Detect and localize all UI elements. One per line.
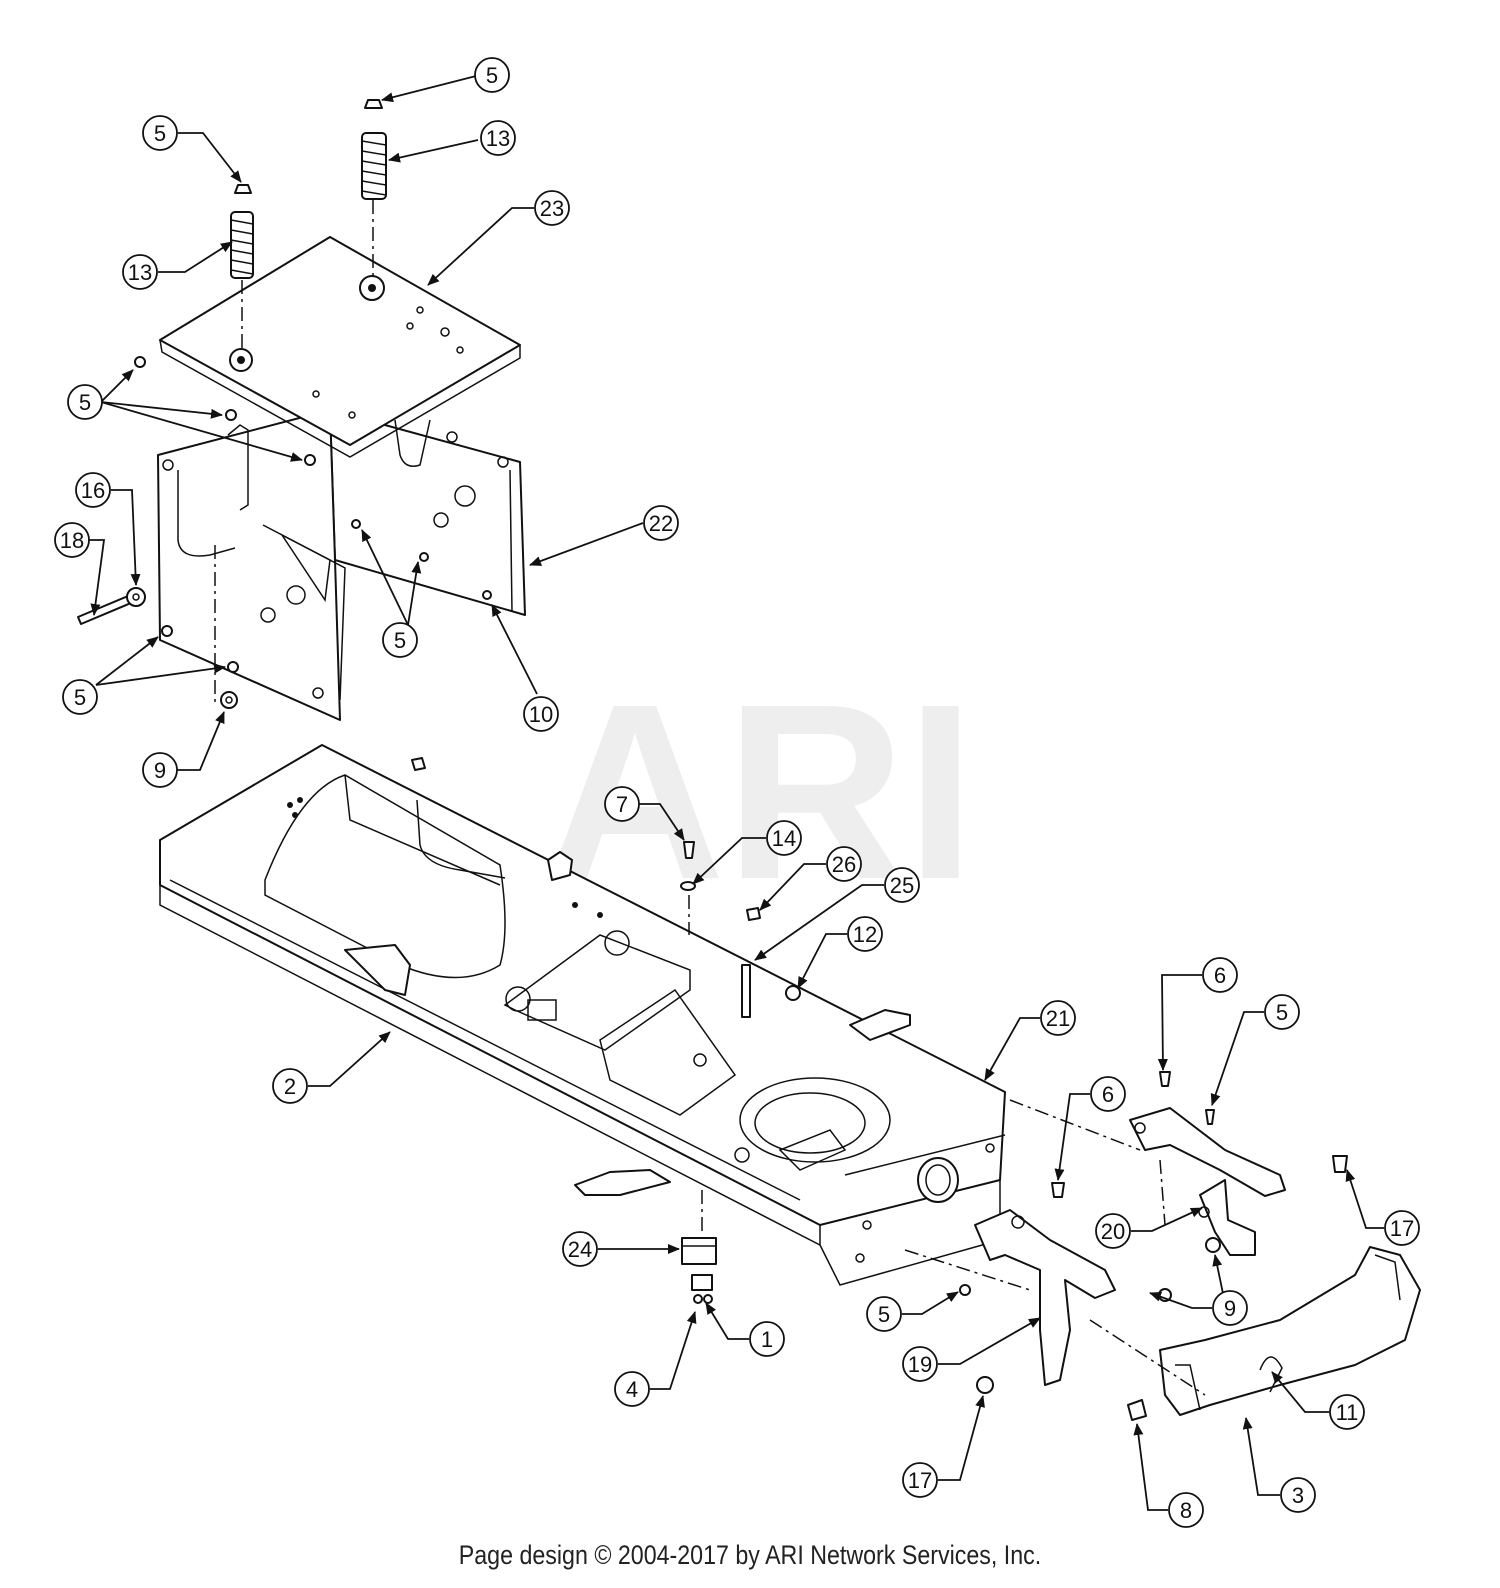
svg-text:22: 22 xyxy=(649,511,673,536)
svg-text:12: 12 xyxy=(853,922,877,947)
svg-text:6: 6 xyxy=(1214,963,1226,988)
callout-21[interactable]: 21 xyxy=(1040,1000,1076,1036)
callout-9[interactable]: 9 xyxy=(1212,1290,1248,1326)
main-frame xyxy=(159,744,1006,1286)
svg-text:5: 5 xyxy=(74,685,86,710)
callout-5[interactable]: 5 xyxy=(1264,994,1300,1030)
svg-text:13: 13 xyxy=(128,260,152,285)
callout-16[interactable]: 16 xyxy=(75,472,111,508)
svg-text:16: 16 xyxy=(81,478,105,503)
copyright-footer: Page design © 2004-2017 by ARI Network S… xyxy=(458,1540,1042,1570)
part-20-bracket xyxy=(1199,1179,1256,1256)
svg-text:19: 19 xyxy=(908,1352,932,1377)
svg-text:5: 5 xyxy=(394,628,406,653)
svg-text:2: 2 xyxy=(284,1074,296,1099)
svg-text:17: 17 xyxy=(908,1468,932,1493)
svg-text:11: 11 xyxy=(1336,1400,1359,1425)
svg-text:5: 5 xyxy=(1276,1000,1288,1025)
upper-panels xyxy=(77,99,526,721)
callout-4[interactable]: 4 xyxy=(614,1371,650,1407)
part-bracket-upper xyxy=(1129,1107,1286,1197)
svg-text:5: 5 xyxy=(486,63,498,88)
part-22-rear-panel xyxy=(329,409,526,616)
callout-6[interactable]: 6 xyxy=(1090,1076,1126,1112)
callout-17[interactable]: 17 xyxy=(1384,1210,1420,1246)
svg-text:7: 7 xyxy=(616,792,628,817)
svg-text:14: 14 xyxy=(772,826,796,851)
callout-6[interactable]: 6 xyxy=(1202,957,1238,993)
callout-25[interactable]: 25 xyxy=(884,867,920,903)
svg-text:8: 8 xyxy=(1180,1498,1192,1523)
callout-9[interactable]: 9 xyxy=(142,752,178,788)
callout-20[interactable]: 20 xyxy=(1095,1213,1131,1249)
callout-10[interactable]: 10 xyxy=(523,696,559,732)
callout-18[interactable]: 18 xyxy=(54,522,90,558)
svg-text:20: 20 xyxy=(1101,1219,1125,1244)
svg-text:4: 4 xyxy=(626,1377,638,1402)
svg-text:6: 6 xyxy=(1102,1082,1114,1107)
callout-26[interactable]: 26 xyxy=(826,846,862,882)
callout-5[interactable]: 5 xyxy=(382,622,418,658)
svg-text:5: 5 xyxy=(79,390,91,415)
part-19-bracket xyxy=(974,1209,1116,1386)
front-assembly xyxy=(904,1071,1421,1421)
svg-text:9: 9 xyxy=(154,758,166,783)
callout-5[interactable]: 5 xyxy=(67,384,103,420)
callout-8[interactable]: 8 xyxy=(1168,1492,1204,1528)
callout-14[interactable]: 14 xyxy=(766,820,802,856)
svg-text:13: 13 xyxy=(486,126,510,151)
callout-5[interactable]: 5 xyxy=(866,1296,902,1332)
callout-12[interactable]: 12 xyxy=(847,916,883,952)
callout-23[interactable]: 23 xyxy=(534,190,570,226)
svg-text:3: 3 xyxy=(1292,1483,1304,1508)
callout-1[interactable]: 1 xyxy=(749,1321,785,1357)
svg-text:26: 26 xyxy=(832,852,856,877)
callouts xyxy=(89,74,1384,1511)
svg-text:1: 1 xyxy=(761,1327,773,1352)
callout-7[interactable]: 7 xyxy=(604,786,640,822)
svg-text:10: 10 xyxy=(529,702,553,727)
svg-text:24: 24 xyxy=(568,1237,592,1262)
callout-24[interactable]: 24 xyxy=(562,1231,598,1267)
callout-11[interactable]: 11 xyxy=(1329,1394,1365,1430)
svg-text:5: 5 xyxy=(154,121,166,146)
callout-5[interactable]: 5 xyxy=(142,115,178,151)
spring-right xyxy=(361,132,387,200)
svg-text:25: 25 xyxy=(890,873,914,898)
callout-17[interactable]: 17 xyxy=(902,1462,938,1498)
callout-2[interactable]: 2 xyxy=(272,1068,308,1104)
svg-text:21: 21 xyxy=(1046,1006,1070,1031)
svg-text:5: 5 xyxy=(878,1302,890,1327)
part-3-bumper xyxy=(1159,1246,1421,1416)
callout-5[interactable]: 5 xyxy=(474,57,510,93)
spring-left xyxy=(230,211,254,279)
svg-text:18: 18 xyxy=(60,528,84,553)
callout-19[interactable]: 19 xyxy=(902,1346,938,1382)
svg-text:9: 9 xyxy=(1224,1296,1236,1321)
svg-text:23: 23 xyxy=(540,196,564,221)
svg-text:17: 17 xyxy=(1390,1216,1414,1241)
callout-22[interactable]: 22 xyxy=(643,505,679,541)
callout-13[interactable]: 13 xyxy=(122,254,158,290)
callout-5[interactable]: 5 xyxy=(62,679,98,715)
callout-3[interactable]: 3 xyxy=(1280,1477,1316,1513)
frame-hardware xyxy=(680,841,801,1304)
callout-13[interactable]: 13 xyxy=(480,120,516,156)
